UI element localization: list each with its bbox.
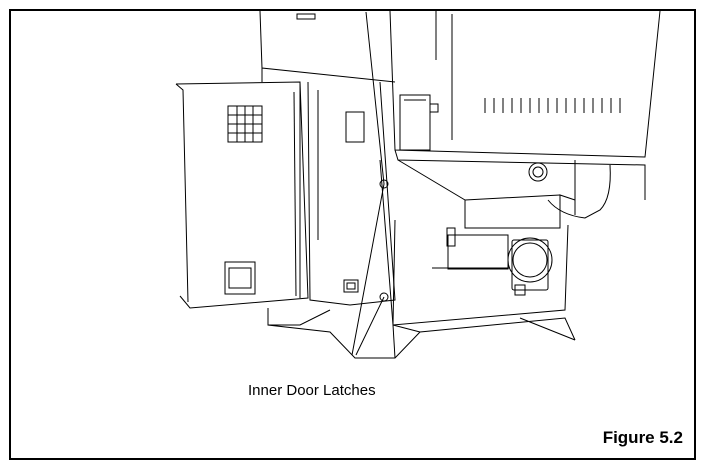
figure-label: Figure 5.2 [602, 428, 683, 447]
base-cabinet [379, 159, 569, 326]
hopper-section [394, 149, 646, 229]
figure-frame [9, 9, 696, 460]
callout-leader [351, 11, 385, 356]
callout-inner-door-latches: Inner Door Latches [248, 382, 376, 399]
inner-wall-panel [307, 81, 396, 306]
upper-housing [259, 10, 396, 83]
upper-right-cabinet [389, 10, 661, 158]
open-side-door [175, 81, 309, 309]
louvre-vent [484, 98, 621, 113]
base-skid [267, 308, 576, 359]
